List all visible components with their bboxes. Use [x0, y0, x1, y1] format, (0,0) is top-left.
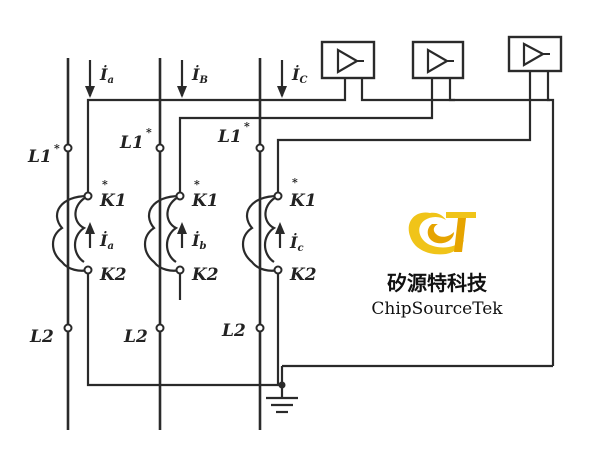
primary-conductors: [66, 58, 262, 430]
current-label-b: İB: [191, 64, 208, 86]
terminal-l2-c: [255, 323, 265, 333]
coil-a-inner: [73, 195, 89, 263]
label-k1-b-mark: *: [194, 178, 200, 191]
ground-node: [278, 381, 286, 389]
label-l1-a: L1: [27, 147, 52, 167]
relay-triangle-icon: [522, 42, 546, 67]
label-sec-current-a: İa: [99, 230, 114, 252]
watermark-en: ChipSourceTek: [371, 299, 503, 319]
label-l1-b: L1: [119, 133, 144, 153]
wire-k1-c-to-relay-3: [276, 71, 532, 196]
label-k2-b: K2: [191, 265, 219, 285]
label-k1-b: K1: [191, 191, 219, 211]
relay-1: [320, 40, 376, 80]
label-l1-b-mark: *: [146, 126, 152, 139]
terminal-k1-c: [273, 191, 283, 201]
current-arrow-b: [177, 60, 187, 98]
coil-b-inner: [165, 195, 181, 263]
coil-c-inner: [263, 195, 279, 263]
label-l2-a: L2: [29, 327, 54, 347]
label-sec-current-b: İb: [191, 230, 206, 252]
label-l2-b: L2: [123, 327, 148, 347]
wire-relay-1-return: [360, 78, 455, 102]
terminal-l2-a: [63, 323, 73, 333]
label-k1-a-mark: *: [102, 178, 108, 191]
watermark-cn: 矽源特科技: [387, 271, 488, 295]
primary-current-arrows: [85, 60, 287, 98]
terminal-l1-b: [155, 143, 165, 153]
terminal-l1-a: [63, 143, 73, 153]
terminal-k2-c: [273, 265, 283, 275]
label-l2-c: L2: [221, 321, 246, 341]
sec-arrow-b: [177, 222, 187, 248]
current-label-c: İC: [291, 64, 307, 86]
coil-b: [143, 194, 181, 272]
label-sec-current-c: İc: [289, 232, 304, 254]
label-k1-c: K1: [289, 191, 317, 211]
label-l1-c: L1: [217, 127, 242, 147]
wire-relay-3-return: [546, 71, 555, 366]
relays: [320, 35, 563, 80]
wire-k2-a-neutral: [86, 270, 282, 387]
coil-a: [51, 194, 89, 272]
label-k2-a: K2: [99, 265, 127, 285]
current-label-a: İa: [99, 64, 114, 86]
terminal-l1-c: [255, 143, 265, 153]
secondary-current-arrows: [85, 222, 285, 248]
terminal-k2-b: [175, 265, 185, 275]
terminals: [63, 143, 283, 333]
coil-c: [241, 194, 279, 272]
ground-symbol-icon: [266, 396, 298, 414]
watermark: 矽源特科技 ChipSourceTek: [371, 212, 503, 319]
label-l1-c-mark: *: [244, 120, 250, 133]
ct-coils: [51, 194, 279, 272]
chipsourcetek-logo-icon: [408, 212, 476, 255]
relay-triangle-icon: [426, 48, 450, 74]
terminal-k1-a: [83, 191, 93, 201]
labels-phase-b: L1 * * K1 İb K2 L2: [119, 126, 219, 347]
label-k2-c: K2: [289, 265, 317, 285]
relay-triangle-icon: [336, 48, 360, 74]
sec-arrow-a: [85, 222, 95, 248]
sec-arrow-c: [275, 222, 285, 248]
label-k1-a: K1: [99, 191, 127, 211]
wire-k1-a-to-relay-1: [86, 78, 347, 196]
wire-k1-b-to-relay-2: [178, 78, 434, 196]
relay-2: [411, 40, 465, 80]
terminal-l2-b: [155, 323, 165, 333]
terminal-k2-a: [83, 265, 93, 275]
current-arrow-a: [85, 60, 95, 98]
labels-phase-c: L1 * * K1 İc K2 L2: [217, 120, 317, 341]
wire-relay-2-return: [448, 78, 550, 102]
label-k1-c-mark: *: [292, 176, 298, 189]
labels-phase-a: L1 * * K1 İa K2 L2: [27, 142, 127, 347]
secondary-wiring: [86, 71, 555, 398]
label-l1-a-mark: *: [54, 142, 60, 155]
terminal-k1-b: [175, 191, 185, 201]
relay-3: [507, 35, 563, 73]
current-arrow-c: [277, 60, 287, 98]
